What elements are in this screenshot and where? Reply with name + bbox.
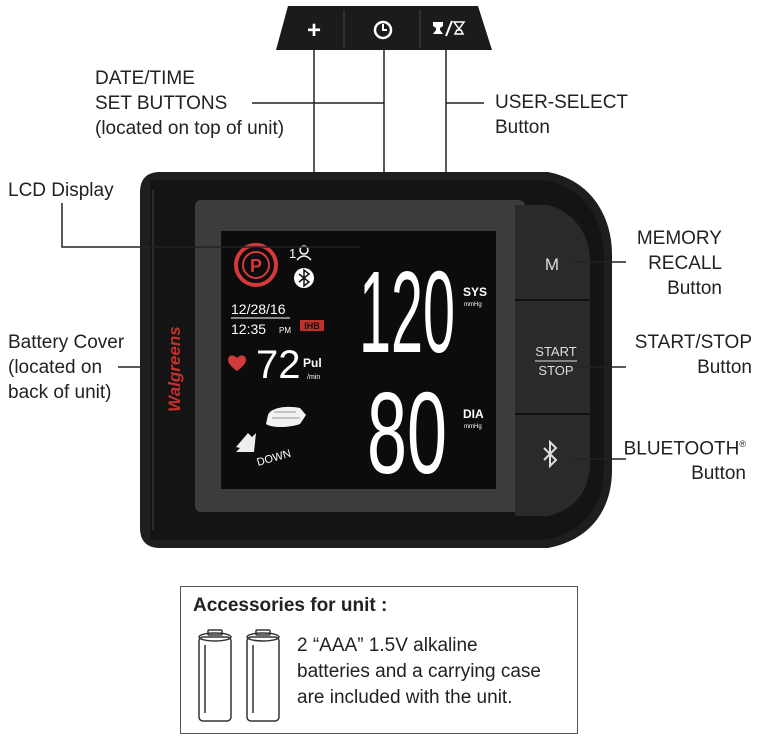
user-select-icon[interactable]	[433, 20, 466, 37]
start-label: START	[535, 344, 576, 359]
date-time-plus-button[interactable]: +	[307, 17, 321, 44]
user-select-label: USER-SELECT Button	[495, 90, 628, 140]
bluetooth-label: BLUETOOTH® Button	[620, 432, 746, 486]
registered-mark: ®	[739, 439, 746, 449]
date-time-label: DATE/TIME SET BUTTONS (located on top of…	[95, 66, 284, 141]
bluetooth-line-2: Button	[691, 463, 746, 485]
user-number: 1	[289, 246, 296, 261]
hand-down-icon	[236, 406, 306, 452]
user-select-line-1: USER-SELECT	[495, 92, 629, 113]
start-stop-button[interactable]: START STOP	[535, 344, 577, 378]
user-icon	[296, 245, 312, 261]
dia-label: DIA	[463, 407, 484, 421]
date-time-line-2: SET BUTTONS	[95, 93, 228, 114]
memory-line-3: Button	[667, 278, 722, 299]
bluetooth-word: BLUETOOTH	[623, 438, 740, 460]
sys-label: SYS	[463, 285, 487, 299]
accessories-title: Accessories for unit :	[193, 595, 388, 616]
memory-button[interactable]: M	[545, 255, 559, 274]
systolic-value: 120	[359, 247, 455, 377]
bluetooth-button-icon[interactable]	[543, 439, 558, 469]
power-mode-icon: P	[234, 243, 278, 287]
start-stop-line-2: Button	[697, 357, 752, 378]
pulse-label: Pul	[303, 356, 322, 370]
sys-unit: mmHg	[464, 302, 482, 308]
memory-recall-label: MEMORY RECALL Button	[610, 226, 722, 301]
start-stop-line-1: START/STOP	[634, 332, 752, 353]
pulse-unit: /min	[307, 374, 320, 381]
date-time-line-1: DATE/TIME	[95, 68, 195, 89]
device-illustration: + Walgreens M START STOP P 1	[61, 6, 626, 548]
lcd-date: 12/28/16	[231, 301, 286, 317]
start-stop-label: START/STOP Button	[620, 330, 752, 380]
battery-cover-label: Battery Cover (located on back of unit)	[8, 330, 124, 405]
date-time-line-3: (located on top of unit)	[95, 118, 285, 139]
lcd-screen	[221, 231, 496, 489]
bluetooth-line-1: BLUETOOTH®	[620, 432, 746, 461]
lcd-time: 12:35	[231, 321, 266, 337]
lcd-time-suffix: PM	[279, 326, 291, 335]
diastolic-value: 80	[367, 368, 447, 498]
memory-line-2: RECALL	[648, 253, 722, 274]
clock-icon[interactable]	[373, 20, 393, 40]
battery-line-2: (located on	[8, 357, 103, 378]
brand-logo: Walgreens	[165, 326, 184, 412]
accessories-text: 2 “AAA” 1.5V alkaline batteries and a ca…	[297, 633, 541, 711]
accessories-line-3: are included with the unit.	[297, 687, 513, 708]
stop-label: STOP	[538, 363, 573, 378]
battery-line-1: Battery Cover	[8, 332, 125, 353]
accessories-box: Accessories for unit : 2 “AAA” 1.5V alka…	[180, 586, 578, 734]
battery-line-3: back of unit)	[8, 382, 112, 403]
bluetooth-lcd-icon	[294, 268, 314, 288]
lcd-display-label: LCD Display	[8, 178, 114, 203]
battery-icon	[198, 629, 280, 722]
lcd-display-text: LCD Display	[8, 180, 114, 201]
ihb-indicator: IHB	[304, 321, 320, 331]
pulse-value: 72	[256, 343, 301, 387]
user-select-line-2: Button	[495, 117, 550, 138]
heart-icon	[228, 355, 246, 371]
dia-unit: mmHg	[464, 424, 482, 430]
accessories-line-2: batteries and a carrying case	[297, 661, 541, 682]
svg-text:P: P	[250, 256, 262, 276]
accessories-line-1: 2 “AAA” 1.5V alkaline	[297, 635, 478, 656]
memory-line-1: MEMORY	[636, 228, 722, 249]
